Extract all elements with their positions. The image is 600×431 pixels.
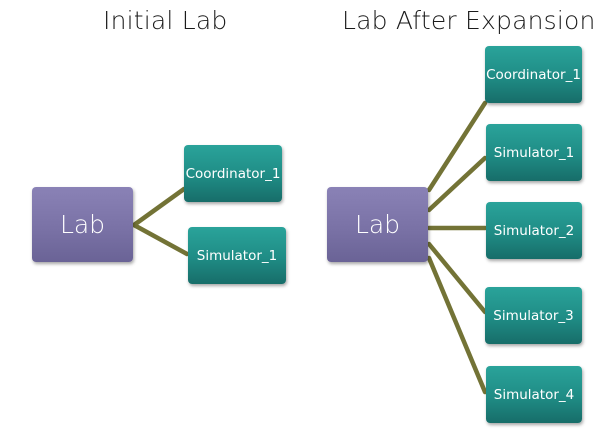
simulator-1-node-expanded: Simulator_1	[486, 124, 582, 181]
connector-right-simulator-4	[426, 255, 488, 395]
expanded-lab-title: Lab After Expansion	[342, 6, 596, 35]
simulator-1-node-initial: Simulator_1	[188, 227, 286, 284]
connector-left-coordinator-1	[131, 186, 187, 228]
connector-right-simulator-1	[426, 155, 488, 213]
lab-node-expanded: Lab	[327, 187, 428, 262]
lab-node-initial: Lab	[32, 187, 133, 262]
initial-lab-title: Initial Lab	[103, 6, 228, 35]
connector-right-coordinator-1	[426, 100, 488, 193]
simulator-4-node-expanded: Simulator_4	[486, 366, 582, 423]
connector-left-simulator-1	[131, 222, 190, 257]
connector-right-simulator-3	[426, 241, 488, 315]
coordinator-1-node-expanded: Coordinator_1	[485, 46, 582, 103]
coordinator-1-node-initial: Coordinator_1	[184, 145, 282, 202]
simulator-2-node-expanded: Simulator_2	[486, 202, 582, 259]
simulator-3-node-expanded: Simulator_3	[485, 287, 582, 344]
